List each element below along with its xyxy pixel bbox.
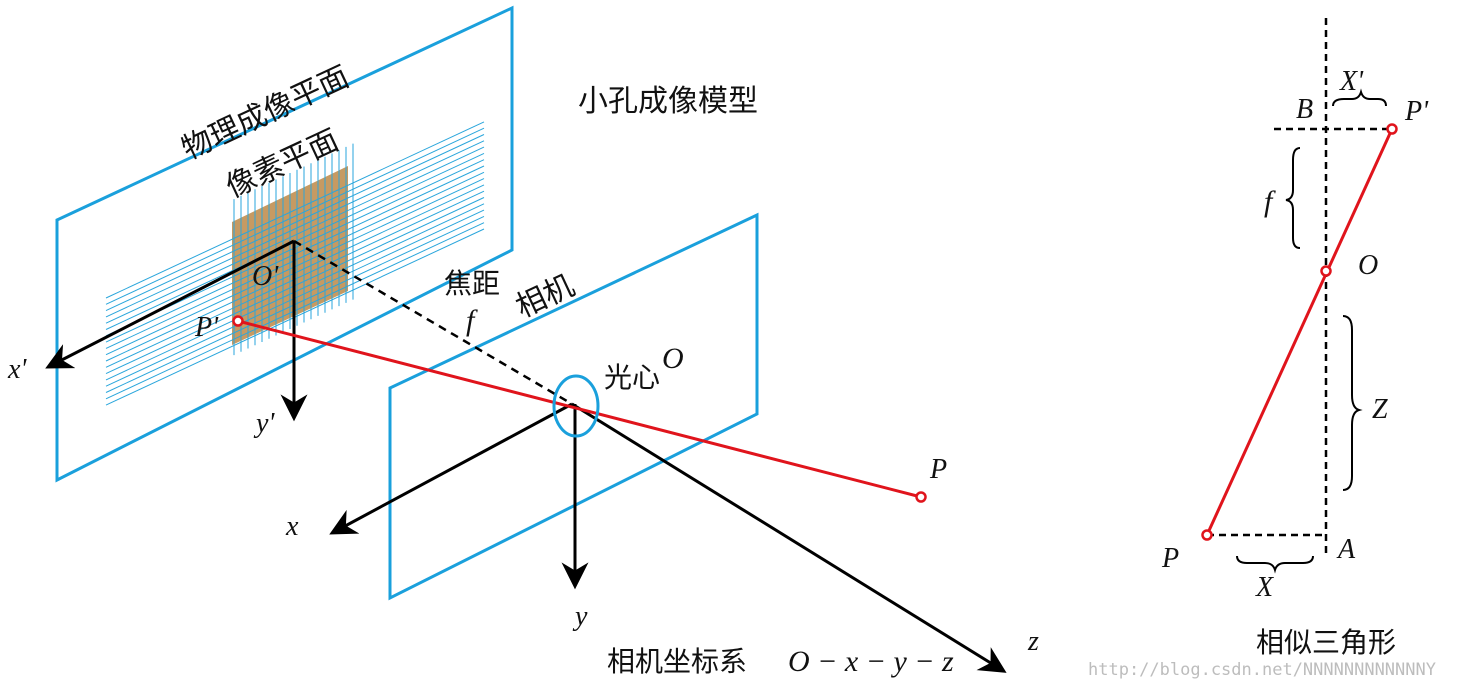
physical-imaging-plane — [55, 5, 514, 483]
optical-center-symbol: O — [662, 342, 684, 375]
label-p-prime: P' — [1404, 96, 1429, 127]
focal-length-line — [293, 239, 573, 406]
coord-system-label: 相机坐标系 — [607, 645, 747, 678]
z-axis — [571, 402, 1007, 673]
grid-row-line — [105, 146, 485, 324]
label-o: O — [1358, 250, 1378, 281]
focal-length-symbol: f — [466, 304, 478, 337]
x-prime-axis-label: x' — [7, 354, 27, 385]
f-brace — [1285, 147, 1301, 249]
coord-system-formula: O − x − y − z — [788, 645, 954, 678]
z-axis-label: z — [1027, 626, 1039, 657]
pinhole-model-title: 小孔成像模型 — [578, 84, 758, 119]
optical-center-label: 光心 — [604, 361, 660, 394]
optical-center-circle — [552, 374, 600, 438]
label-f: f — [1264, 185, 1276, 218]
projection-ray — [237, 319, 922, 499]
object-point-marker — [915, 491, 927, 503]
y-prime-axis-label: y' — [253, 408, 275, 439]
focal-length-label: 焦距 — [444, 267, 500, 300]
label-x-prime: X' — [1339, 66, 1364, 97]
triangle-o-marker — [1320, 265, 1332, 277]
camera-plane — [388, 212, 759, 601]
grid-row-line — [105, 121, 485, 299]
label-x: X — [1255, 572, 1274, 603]
image-point-marker — [232, 315, 244, 327]
image-point-label: P' — [194, 312, 219, 343]
triangle-p-prime-marker — [1386, 123, 1398, 135]
label-z: Z — [1372, 394, 1388, 425]
grid-row-line — [105, 140, 485, 318]
object-point-label: P — [929, 454, 947, 485]
x-brace — [1236, 555, 1314, 574]
z-brace — [1342, 315, 1363, 491]
camera-label: 相机 — [511, 268, 580, 325]
x-axis — [329, 402, 573, 535]
x-prime-brace — [1332, 88, 1387, 107]
label-p: P — [1161, 543, 1179, 574]
similar-triangle-ray — [1205, 128, 1394, 536]
label-b: B — [1296, 94, 1313, 125]
image-center-label: O' — [252, 261, 279, 292]
x-axis-label: x — [285, 511, 299, 542]
y-axis-label: y — [572, 601, 588, 632]
similar-triangles-title: 相似三角形 — [1256, 626, 1396, 659]
watermark-url: http://blog.csdn.net/NNNNNNNNNNNNY — [1088, 660, 1436, 680]
grid-row-line — [105, 127, 485, 305]
triangle-p-marker — [1201, 529, 1213, 541]
grid-row-line — [105, 134, 485, 312]
label-a: A — [1336, 534, 1356, 565]
x-prime-axis — [45, 239, 295, 369]
